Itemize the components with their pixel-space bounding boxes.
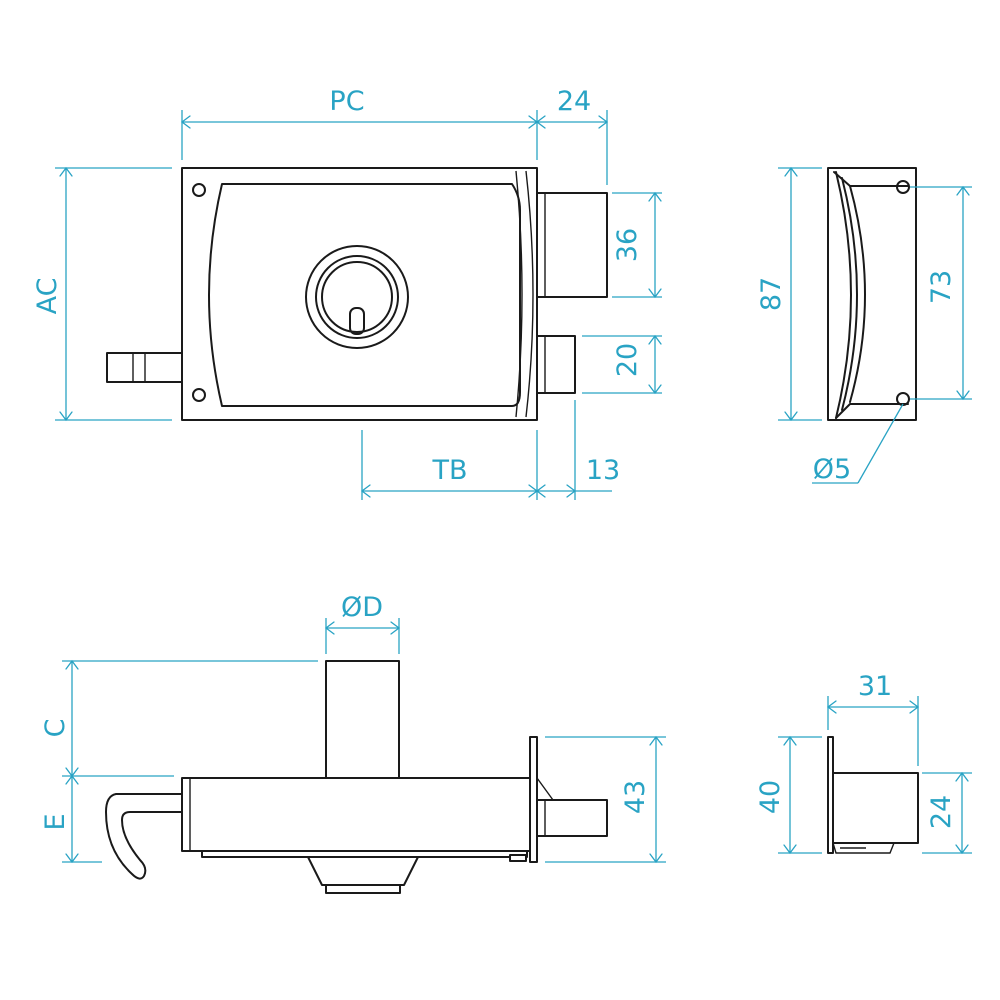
front-view-dimensions: PC 24 AC 36 20 TB 13 — [32, 86, 662, 500]
front-screw-hole-tl — [192, 183, 206, 197]
dim-label-c: C — [40, 719, 71, 738]
dim-label-24-side: 24 — [926, 795, 957, 829]
front-screw-hole-bl — [192, 388, 206, 402]
front-case — [181, 167, 538, 421]
dim-label-43: 43 — [620, 780, 651, 814]
dim-label-ac: AC — [32, 278, 63, 315]
side-case — [827, 167, 917, 421]
front-deadbolt — [536, 192, 608, 298]
dim-label-od: ØD — [341, 592, 383, 623]
front-cylinder-outer — [305, 245, 409, 349]
top-front-plate — [529, 736, 538, 863]
top-body — [181, 777, 538, 852]
dim-label-36: 36 — [612, 228, 643, 262]
dim-label-tb: TB — [431, 455, 467, 486]
dim-label-73: 73 — [926, 270, 957, 304]
front-cylinder-ring — [315, 255, 399, 339]
front-latch — [536, 335, 576, 394]
keeper-box — [832, 772, 919, 844]
side-screw-hole-top — [896, 180, 910, 194]
dim-label-40: 40 — [755, 780, 786, 814]
front-cylinder-core — [321, 261, 393, 333]
top-left-hook — [105, 793, 183, 880]
keeper-view — [827, 736, 919, 854]
side-profile-dimensions: 87 73 Ø5 — [756, 166, 972, 485]
keeper-dimensions: 31 40 24 — [755, 671, 972, 855]
dim-label-87: 87 — [756, 277, 787, 311]
dim-label-13: 13 — [586, 455, 620, 486]
dim-label-o5: Ø5 — [813, 454, 851, 485]
front-view — [106, 167, 608, 421]
top-view-dimensions: ØD C E 43 — [40, 592, 666, 864]
dim-label-31: 31 — [858, 671, 892, 702]
side-profile-view — [827, 167, 917, 421]
top-cylinder-rose — [307, 856, 419, 886]
front-keyhole — [349, 307, 365, 335]
top-cylinder-stem — [325, 660, 400, 779]
top-view — [105, 660, 608, 894]
dim-label-pc: PC — [329, 86, 364, 117]
dim-label-20: 20 — [612, 343, 643, 377]
top-bolt — [536, 799, 608, 837]
dim-label-e: E — [40, 813, 71, 830]
dim-label-24-top: 24 — [557, 86, 591, 117]
